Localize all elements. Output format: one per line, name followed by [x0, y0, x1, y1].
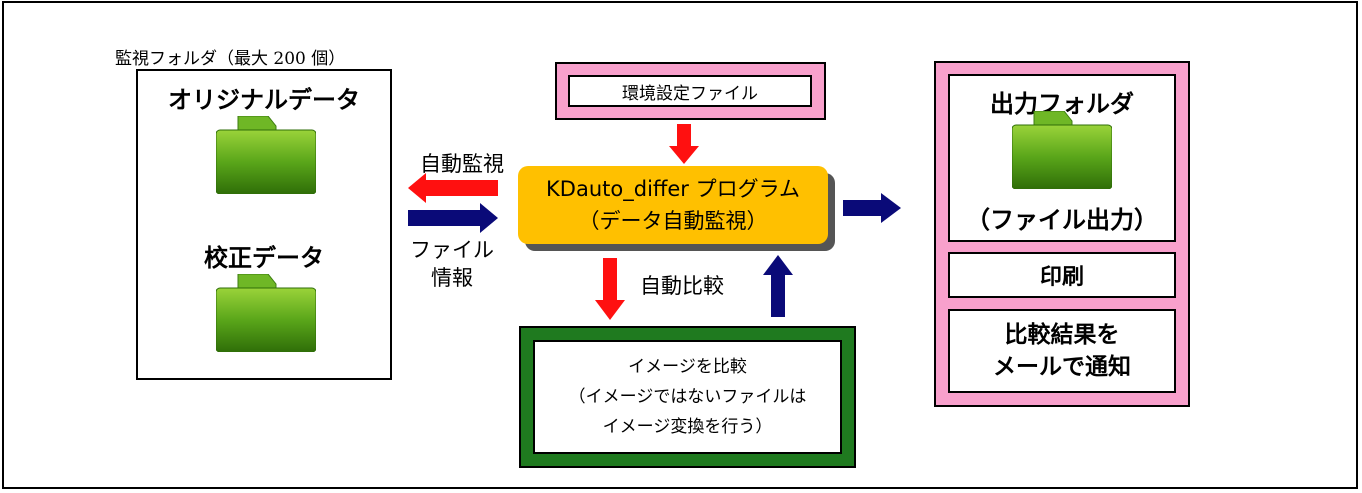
notify-line2: メールで通知 — [993, 354, 1131, 380]
compare-box: イメージを比較 （イメージではないファイルは イメージ変換を行う） — [533, 340, 842, 454]
arrow-left-icon — [408, 173, 498, 203]
compare-line3: イメージ変換を行う） — [602, 417, 773, 437]
file-info-label: ファイル 情報 — [402, 236, 502, 292]
arrow-down-icon — [595, 258, 625, 320]
notify-box: 比較結果を メールで通知 — [948, 309, 1176, 393]
arrow-up-icon — [763, 255, 793, 317]
compare-line1: イメージを比較 — [628, 357, 747, 377]
program-line1: KDauto_differ プログラム — [546, 177, 800, 201]
original-data-label: オリジナルデータ — [168, 86, 360, 114]
file-info-line1: ファイル — [410, 238, 494, 262]
monitor-caption: 監視フォルダ（最大 200 個） — [115, 49, 346, 69]
print-label: 印刷 — [1039, 265, 1084, 290]
notify-line1: 比較結果を — [1004, 322, 1120, 348]
program-line2: （データ自動監視） — [578, 209, 768, 233]
file-info-line2: 情報 — [431, 266, 473, 290]
settings-file-label: 環境設定ファイル — [622, 83, 758, 104]
arrow-right-icon — [843, 193, 901, 223]
auto-monitor-label: 自動監視 — [420, 152, 504, 176]
print-box: 印刷 — [948, 252, 1176, 298]
program-box: KDauto_differ プログラム （データ自動監視） — [518, 166, 828, 244]
arrow-right-icon — [408, 203, 498, 233]
folder-icon — [216, 274, 316, 352]
folder-icon — [216, 116, 316, 194]
auto-compare-label: 自動比較 — [640, 274, 724, 298]
settings-file-box: 環境設定ファイル — [568, 75, 812, 107]
folder-icon — [1012, 111, 1112, 189]
arrow-down-icon — [669, 124, 699, 164]
compare-line2: （イメージではないファイルは — [568, 387, 807, 407]
proof-data-label: 校正データ — [204, 244, 324, 272]
file-output-label: （ファイル出力） — [966, 206, 1158, 234]
